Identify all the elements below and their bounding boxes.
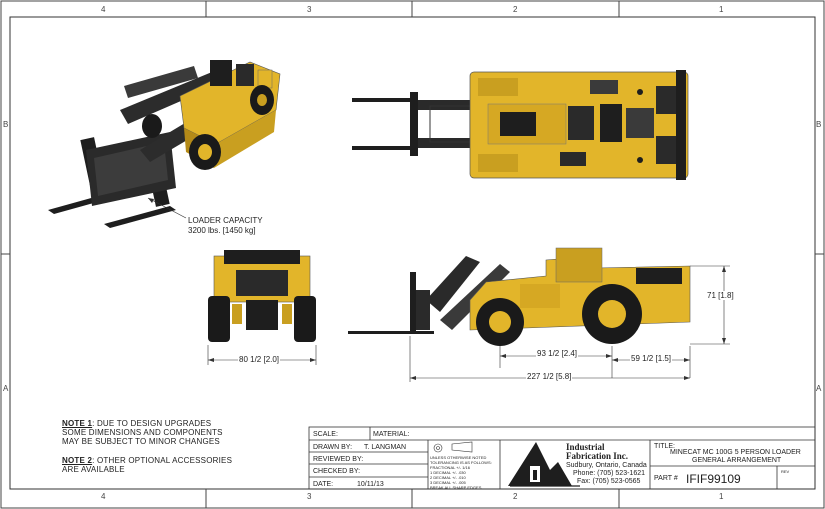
title-block-lines (308, 426, 816, 490)
material-label: MATERIAL: (373, 431, 410, 438)
dimension-overall-length: 227 1/2 [5.8] (526, 372, 573, 381)
tolerance-line: 3 DECIMAL +/- .005 (430, 480, 466, 485)
isometric-view (48, 60, 281, 228)
plan-view (352, 70, 689, 180)
dimension-rear-overhang: 59 1/2 [1.5] (630, 354, 673, 363)
side-view (348, 247, 730, 382)
zone-label-right-b: B (816, 120, 822, 129)
tolerance-line: BREAK ALL SHARP EDGES (430, 485, 482, 490)
note-1: NOTE 1: DUE TO DESIGN UPGRADES SOME DIME… (62, 419, 223, 446)
note-1-line-2: SOME DIMENSIONS AND COMPONENTS (62, 428, 223, 437)
tolerance-line: 2 DECIMAL +/- .010 (430, 475, 466, 480)
reviewed-by-label: REVIEWED BY: (313, 456, 364, 463)
company-fax: Fax: (705) 523-0565 (577, 478, 641, 485)
tolerance-line: FRACTIONAL +/- 1/16 (430, 465, 470, 470)
loader-capacity-value: 3200 lbs. [1450 kg] (188, 226, 256, 235)
note-2: NOTE 2: OTHER OPTIONAL ACCESSORIES ARE A… (62, 456, 232, 474)
tolerance-line: TOLERANCING IS AS FOLLOWS: (430, 460, 492, 465)
title-label: TITLE: (654, 443, 676, 450)
zone-label-bottom-2: 2 (513, 492, 518, 501)
dimension-wheelbase: 93 1/2 [2.4] (536, 349, 579, 358)
company-phone: Phone: (705) 523-1621 (573, 470, 645, 477)
part-number-value: IFIF99109 (686, 472, 741, 486)
drawn-by-value: T. LANGMAN (364, 444, 407, 451)
zone-label-bottom-3: 3 (307, 492, 312, 501)
front-view (207, 250, 317, 365)
loader-capacity-label: LOADER CAPACITY (188, 216, 263, 225)
zone-label-left-b: B (3, 120, 9, 129)
note-2-label: NOTE 2 (62, 456, 93, 465)
drawing-title-line-2: GENERAL ARRANGEMENT (692, 457, 782, 464)
zone-label-bottom-4: 4 (101, 492, 106, 501)
zone-label-top-2: 2 (513, 5, 518, 14)
zone-label-top-1: 1 (719, 5, 724, 14)
note-1-text: : DUE TO DESIGN UPGRADES (92, 419, 212, 428)
dimension-height: 71 [1.8] (706, 291, 735, 300)
part-number-label: PART # (654, 475, 678, 482)
tolerance-line: 1 DECIMAL +/- .030 (430, 470, 466, 475)
note-1-line-3: MAY BE SUBJECT TO MINOR CHANGES (62, 437, 220, 446)
zone-label-top-3: 3 (307, 5, 312, 14)
zone-label-right-a: A (816, 384, 822, 393)
zone-label-bottom-1: 1 (719, 492, 724, 501)
tolerance-notes: UNLESS OTHERWISE NOTED TOLERANCING IS AS… (430, 455, 492, 490)
company-logo (508, 442, 580, 487)
note-2-text: : OTHER OPTIONAL ACCESSORIES (92, 456, 233, 465)
note-2-line-2: ARE AVAILABLE (62, 465, 125, 474)
tolerance-line: UNLESS OTHERWISE NOTED (430, 455, 487, 460)
zone-label-left-a: A (3, 384, 9, 393)
revision-label: REV (781, 469, 790, 474)
date-label: DATE: (313, 481, 334, 488)
company-city: Sudbury, Ontario, Canada (566, 462, 647, 469)
zone-label-top-4: 4 (101, 5, 106, 14)
drawing-title-line-1: MINECAT MC 100G 5 PERSON LOADER (670, 449, 801, 456)
company-name-line-1: Industrial (566, 442, 605, 452)
drawn-by-label: DRAWN BY: (313, 444, 353, 451)
dimension-front-width: 80 1/2 [2.0] (238, 355, 281, 364)
company-name-line-2: Fabrication Inc. (566, 451, 628, 461)
checked-by-label: CHECKED BY: (313, 468, 361, 475)
note-1-label: NOTE 1 (62, 419, 93, 428)
scale-label: SCALE: (313, 431, 338, 438)
date-value: 10/11/13 (357, 481, 384, 488)
